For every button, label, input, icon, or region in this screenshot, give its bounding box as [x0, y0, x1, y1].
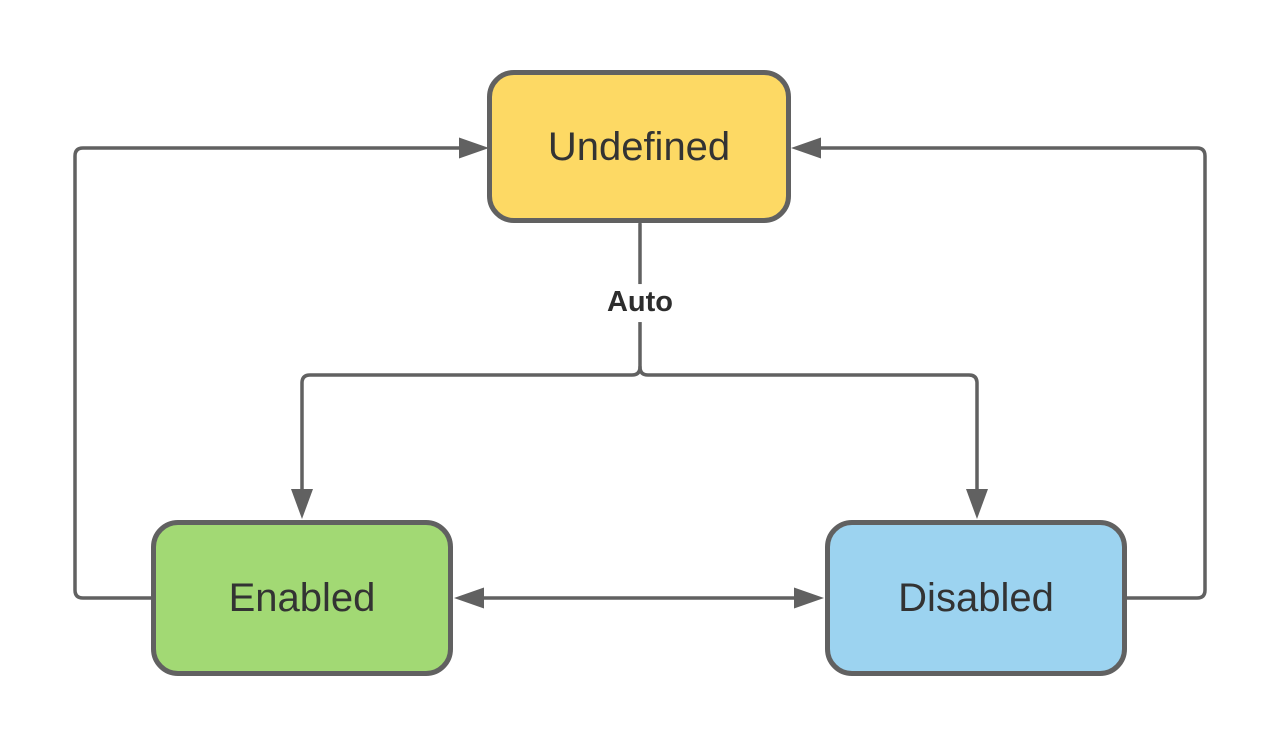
edge-disabled-to-undefined[interactable]: [791, 137, 1207, 600]
state-node-disabled[interactable]: Disabled: [825, 520, 1127, 676]
arrowhead-down-icon: [966, 489, 988, 519]
edge-enabled-to-undefined[interactable]: [73, 137, 489, 600]
edge-enabled-disabled-bidirectional[interactable]: [454, 587, 824, 609]
state-label-disabled: Disabled: [898, 576, 1054, 620]
edge-undefined-to-enabled[interactable]: [291, 222, 642, 519]
arrowhead-right-icon: [794, 587, 824, 609]
arrowhead-down-icon: [291, 489, 313, 519]
edge-undefined-to-disabled[interactable]: [638, 365, 988, 519]
state-label-undefined: Undefined: [547, 124, 731, 169]
state-node-undefined[interactable]: Undefined: [487, 70, 791, 223]
arrowhead-right-icon: [459, 137, 489, 159]
edge-label-auto[interactable]: Auto: [599, 284, 681, 322]
edge-line[interactable]: [819, 146, 1207, 600]
edge-line[interactable]: [638, 365, 979, 491]
edge-line[interactable]: [300, 222, 642, 491]
arrowhead-left-icon: [454, 587, 484, 609]
state-label-enabled: Enabled: [228, 576, 376, 620]
arrowhead-left-icon: [791, 137, 821, 159]
state-node-enabled[interactable]: Enabled: [151, 520, 453, 676]
edge-line[interactable]: [73, 146, 461, 600]
